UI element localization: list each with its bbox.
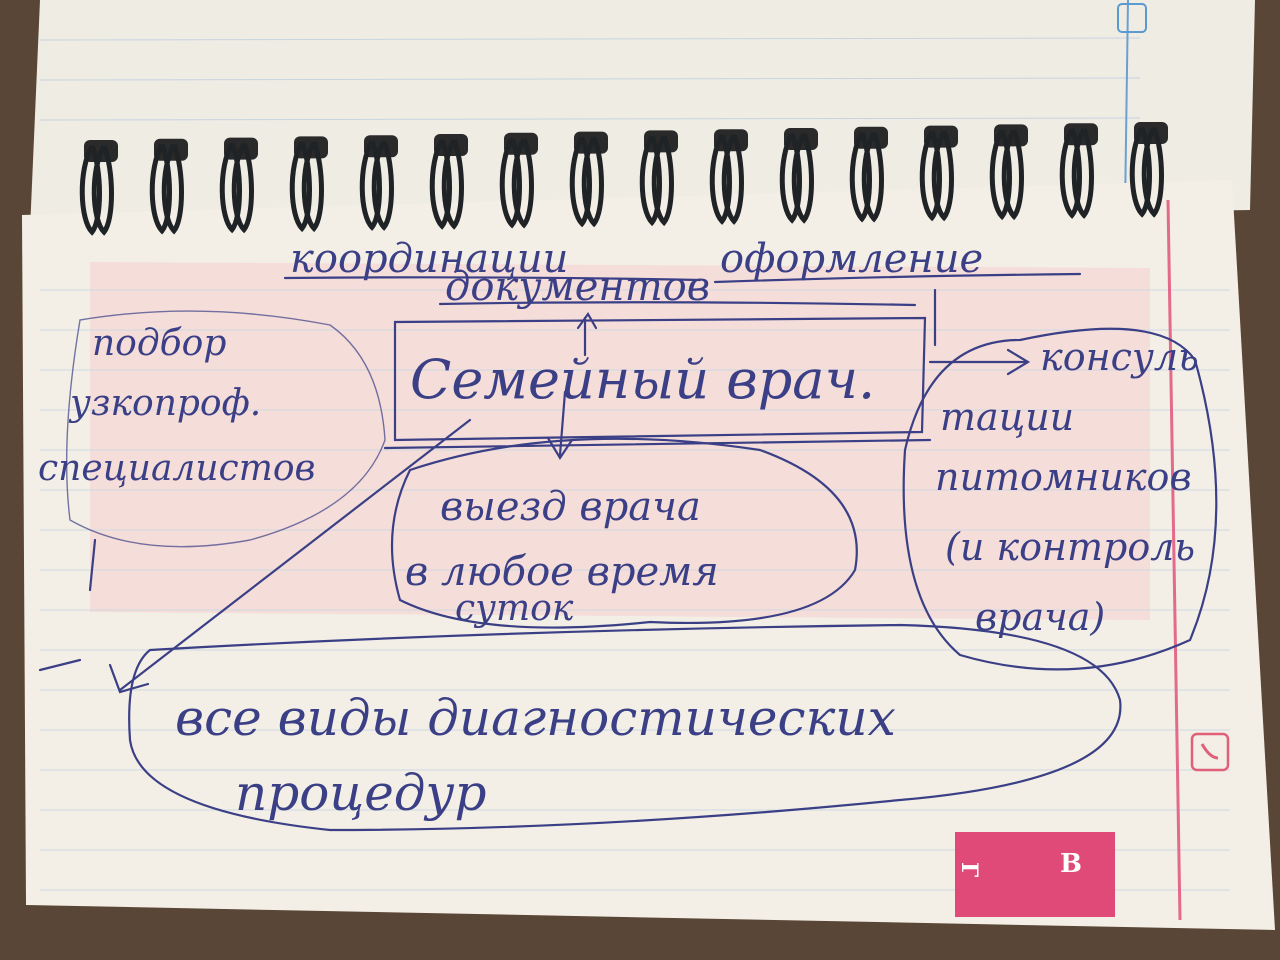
- spiral-ring: [989, 129, 1012, 221]
- top-page: [30, 0, 1255, 230]
- left-dash-mark: [38, 658, 82, 672]
- top-page-margin: [1124, 0, 1129, 211]
- spiral-ring: [779, 132, 802, 224]
- left-tick-mark: [88, 538, 97, 592]
- bottom-bubble-line-2: процедур: [235, 764, 487, 822]
- right-bubble-line-1: консуль: [1040, 335, 1199, 379]
- spiral-ring: [861, 131, 884, 223]
- tab-letter-v: В: [1060, 849, 1082, 879]
- spiral-ring: [359, 139, 382, 231]
- tab-letter-g: Г: [956, 862, 982, 877]
- spiral-ring: [219, 142, 242, 234]
- spiral-ring: [1059, 127, 1082, 219]
- spiral-ring: [371, 139, 394, 231]
- spiral-ring: [429, 138, 452, 230]
- spiral-ring: [441, 138, 464, 230]
- arrow-right-head: [1006, 348, 1031, 376]
- spiral-ring: [791, 132, 814, 224]
- phone-icon-top: [1117, 3, 1147, 33]
- right-bubble-line-4: (и контроль: [945, 525, 1195, 569]
- header-right-text: оформление: [720, 236, 983, 282]
- alphabet-tab: [955, 832, 1115, 917]
- header-underline-left: [283, 276, 702, 282]
- spiral-ring: [91, 144, 114, 236]
- spiral-ring: [79, 144, 102, 236]
- center-box: [393, 316, 927, 442]
- center-bottom-line-2: в любое время: [405, 549, 719, 595]
- spiral-ring: [289, 141, 312, 233]
- left-bubble-line-1: подбор: [92, 323, 226, 364]
- spiral-ring: [931, 130, 954, 222]
- left-bubble-line-2: узкопроф.: [68, 383, 261, 424]
- spiral-ring: [581, 136, 604, 228]
- header-left-text: координации: [290, 236, 568, 282]
- diagonal-connector: [118, 418, 472, 692]
- right-bubble-line-3: питомников: [935, 455, 1192, 499]
- center-bottom-bubble: [390, 437, 858, 629]
- spiral-ring: [161, 143, 184, 235]
- spiral-ring: [639, 135, 662, 227]
- header-underline-2: [438, 301, 917, 307]
- spiral-ring: [919, 130, 942, 222]
- spiral-binding: [79, 122, 1168, 236]
- bottom-bubble-line-1: все виды диагностических: [175, 689, 896, 747]
- spiral-ring: [651, 135, 674, 227]
- spiral-ring: [849, 131, 872, 223]
- spiral-ring: [1129, 126, 1152, 218]
- diagonal-arrow-head: [108, 663, 150, 694]
- spiral-ring: [1001, 129, 1024, 221]
- right-bubble: [902, 327, 1218, 671]
- spiral-ring: [301, 141, 324, 233]
- top-page-lines: [39, 37, 1141, 121]
- center-box-text: Семейный врач.: [410, 348, 875, 411]
- center-box-base: [383, 438, 932, 450]
- diagram-shapes: [38, 272, 1218, 832]
- center-bottom-line-3: суток: [455, 588, 574, 629]
- arrow-down-head: [546, 436, 574, 461]
- center-bottom-line-1: выезд врача: [440, 484, 701, 530]
- spiral-ring: [149, 143, 172, 235]
- right-bubble-line-5: врача): [975, 595, 1105, 639]
- spiral-ring: [709, 133, 732, 225]
- bottom-bubble: [128, 623, 1122, 832]
- margin-line: [1166, 199, 1182, 921]
- spiral-ring: [1071, 127, 1094, 219]
- spiral-ring: [511, 137, 534, 229]
- spiral-ring: [231, 142, 254, 234]
- header-line2-text: документов: [445, 264, 710, 310]
- spiral-ring: [569, 136, 592, 228]
- right-bubble-line-2: тации: [940, 395, 1074, 439]
- ruled-lines: [40, 289, 1230, 891]
- spiral-ring: [721, 133, 744, 225]
- left-bubble: [65, 310, 386, 548]
- arrow-up-head: [576, 311, 598, 330]
- arrow-down-line: [558, 390, 567, 457]
- phone-icon: [1190, 732, 1230, 772]
- left-bubble-line-3: специалистов: [38, 448, 315, 489]
- spiral-ring: [499, 137, 522, 229]
- header-underline-right: [713, 272, 1082, 284]
- spiral-ring: [1141, 126, 1164, 218]
- phone-handset-icon: [1200, 743, 1219, 760]
